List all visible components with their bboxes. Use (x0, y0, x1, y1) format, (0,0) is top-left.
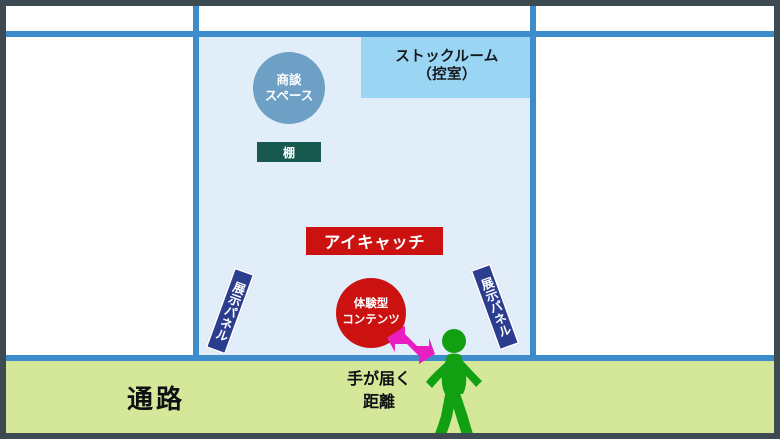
meeting-space-label-line2: スペース (264, 89, 314, 103)
room-stockroom: ストックルーム （控室） (361, 34, 533, 98)
reach-distance-annotation: 手が届く 距離 (336, 368, 422, 414)
fixture-shelf: 棚 (257, 142, 321, 162)
double-headed-arrow-icon (387, 326, 435, 364)
experience-label-line2: コンテンツ (342, 314, 400, 326)
stockroom-label-line1: ストックルーム (395, 48, 499, 65)
wall-bottom (6, 355, 774, 361)
area-corridor (6, 361, 774, 433)
fixture-meeting-space: 商談 スペース (253, 52, 325, 124)
experience-label-line1: 体験型 (353, 298, 389, 311)
fixture-eyecatch-banner: アイキャッチ (306, 227, 443, 255)
walking-person-icon (426, 329, 482, 433)
wall-left (193, 6, 199, 361)
reach-distance-line2: 距離 (362, 394, 395, 412)
meeting-space-label-line1: 商談 (276, 72, 302, 87)
wall-top (6, 31, 774, 37)
wall-right (530, 6, 536, 361)
corridor-label: 通路 (126, 383, 185, 414)
stockroom-label-line2: （控室） (417, 67, 477, 83)
reach-distance-line1: 手が届く (346, 371, 411, 388)
